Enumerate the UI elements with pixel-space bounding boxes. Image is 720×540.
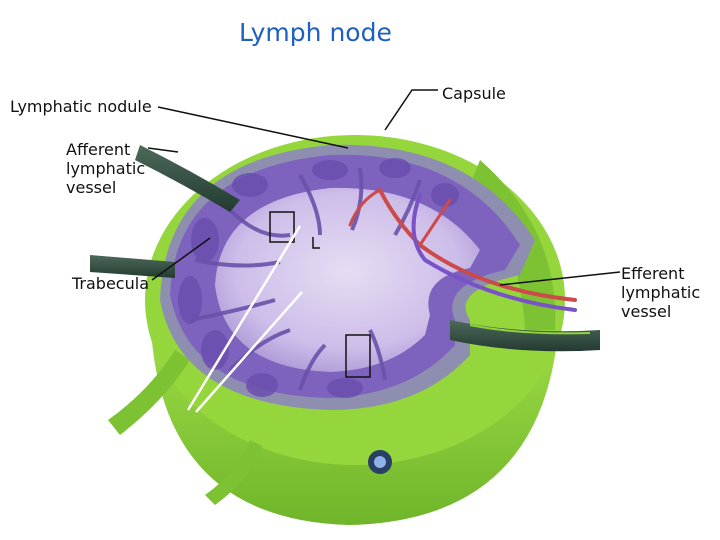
label-capsule: Capsule xyxy=(442,84,506,103)
trabeculae-pattern xyxy=(189,167,422,391)
label-trabecula: Trabecula xyxy=(72,274,149,293)
label-lymphatic-nodule: Lymphatic nodule xyxy=(10,97,152,116)
lymphatic-nodules xyxy=(178,158,459,398)
detail-boxes xyxy=(269,211,371,378)
efferent-vessel xyxy=(450,320,600,352)
blood-vessels xyxy=(348,188,577,312)
white-pointer-lines xyxy=(186,225,303,413)
label-afferent-vessel: Afferent lymphatic vessel xyxy=(66,140,146,197)
afferent-vessels xyxy=(90,145,392,505)
diagram-title: Lymph node xyxy=(239,18,392,47)
label-efferent-vessel: Efferent lymphatic vessel xyxy=(621,264,701,321)
leader-lines xyxy=(147,89,621,286)
